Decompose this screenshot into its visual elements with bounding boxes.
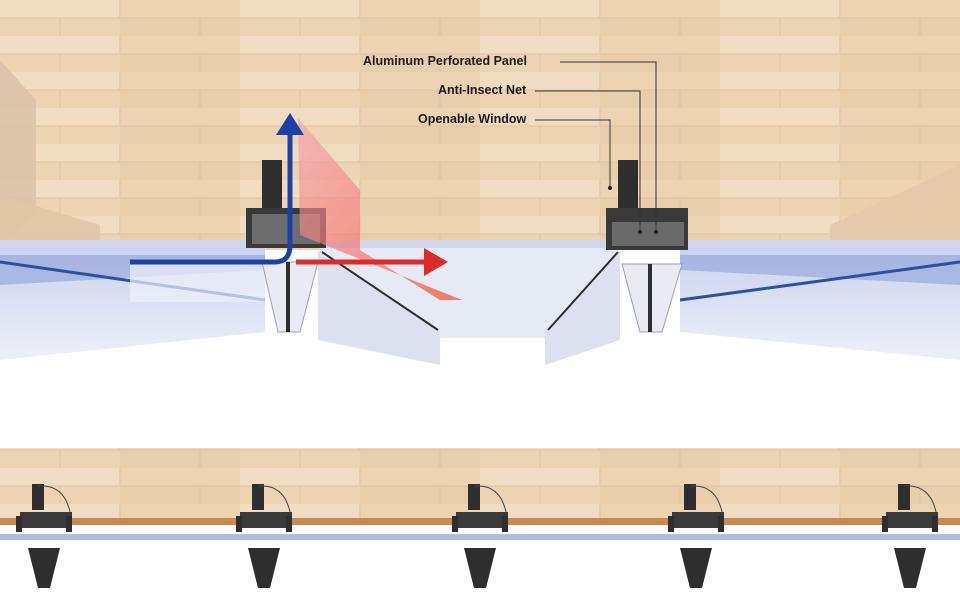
mullion-unit bbox=[16, 484, 72, 588]
left-pier bbox=[0, 195, 100, 248]
arc-icon bbox=[689, 485, 723, 513]
callout-leaders bbox=[535, 61, 657, 232]
mullion-right bbox=[606, 160, 688, 333]
floor-top bbox=[0, 0, 960, 250]
glass-right-shadow bbox=[680, 255, 960, 285]
mullion-unit bbox=[236, 484, 292, 588]
arrow-up-icon bbox=[276, 113, 304, 135]
right-wall bbox=[830, 165, 960, 245]
arc-icon bbox=[257, 485, 291, 513]
callout-aluminum-perforated-panel: Aluminum Perforated Panel bbox=[363, 54, 527, 68]
arc-icon bbox=[37, 485, 71, 513]
glass-left-panel bbox=[130, 262, 265, 302]
mullion-unit bbox=[452, 484, 508, 588]
mullion-units bbox=[16, 484, 938, 588]
facade-band-top bbox=[0, 240, 960, 248]
callout-anti-insect-net: Anti-Insect Net bbox=[438, 83, 527, 97]
window-opening bbox=[320, 248, 620, 338]
arc-icon bbox=[903, 485, 937, 513]
arrow-right-icon bbox=[424, 248, 448, 276]
left-inner-mullion bbox=[318, 250, 440, 365]
arc-icon bbox=[473, 485, 507, 513]
vertical-airflow-arrow bbox=[130, 135, 293, 265]
callout-openable-window: Openable Window bbox=[418, 112, 527, 126]
right-inner-mullion bbox=[545, 250, 620, 365]
mullion-unit bbox=[882, 484, 938, 588]
mullion-unit bbox=[668, 484, 724, 588]
facade-band-bottom bbox=[0, 534, 960, 540]
